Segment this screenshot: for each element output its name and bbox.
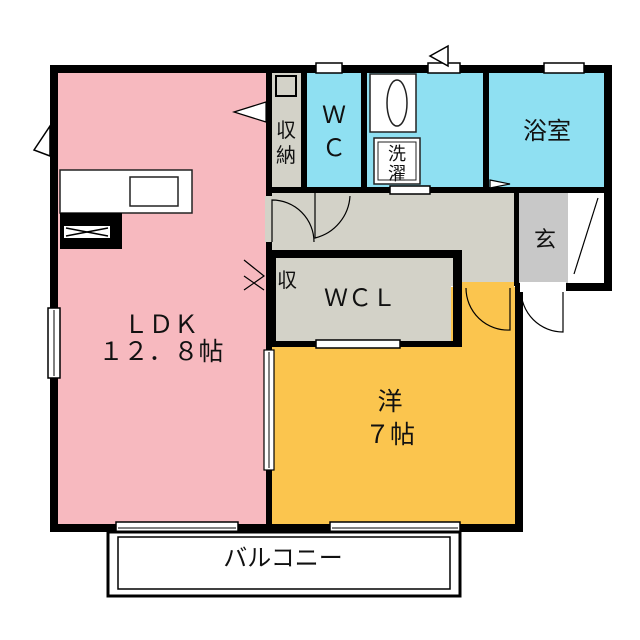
door-gap-hall-ldk — [265, 196, 273, 242]
door-gap-western — [462, 282, 514, 290]
wall-western-right — [515, 283, 523, 532]
washer-inner — [377, 141, 417, 181]
ldk-size-label: １２．８帖 — [98, 337, 223, 366]
storage-top-label-2: 納 — [276, 143, 296, 167]
bath-floor — [488, 72, 605, 190]
storage-top-label-1: 収 — [276, 118, 296, 142]
door-swing-hall — [271, 199, 315, 243]
storage-mid-label: 収 — [277, 268, 297, 292]
washroom-label-2: 濯 — [388, 164, 406, 185]
kitchen-sink — [129, 176, 179, 207]
window-wcl-bottom — [315, 339, 401, 349]
balcony-inner — [117, 536, 451, 590]
door-entrance-diag — [573, 197, 599, 275]
wcl-floor — [276, 258, 451, 341]
bath-door-arrow-icon — [489, 179, 511, 189]
entrance-step — [568, 193, 604, 283]
ldk-vent-arrow-icon — [231, 101, 267, 123]
wc-label-1: Ｗ — [322, 101, 346, 129]
wall-wcl-left — [266, 250, 276, 347]
western-label: 洋 — [377, 387, 402, 416]
door-gap-entrance — [520, 282, 566, 292]
wall-wcl-right — [453, 250, 462, 345]
wall-wash-bath — [483, 65, 489, 193]
entrance-label: 玄 — [534, 228, 556, 253]
entrance-floor — [518, 193, 568, 283]
wc-floor — [306, 72, 362, 190]
wall-hall-entrance — [514, 190, 519, 286]
ldk-label: ＬＤＫ — [123, 310, 198, 339]
western-size-label: ７帖 — [365, 420, 415, 449]
wall-outer-right-top — [604, 65, 612, 291]
wall-storage-wc — [301, 65, 307, 193]
wc-label-2: Ｃ — [322, 134, 346, 162]
entry-arrow-icon — [428, 44, 449, 68]
wall-outer-bottom — [50, 524, 523, 532]
door-swing-entrance — [520, 289, 564, 333]
door-swing-wash — [314, 192, 351, 239]
balcony-label: バルコニー — [223, 544, 343, 572]
door-swing-storage-mid — [243, 259, 266, 291]
window-bath-top — [543, 62, 585, 74]
ldk-door-arrow-icon — [32, 123, 51, 158]
wcl-label: ＷＣＬ — [324, 284, 396, 312]
washroom-label-1: 洗 — [388, 144, 406, 165]
wall-outer-left — [50, 65, 58, 532]
wall-wcl-top — [266, 250, 462, 258]
bath-label: 浴室 — [523, 117, 571, 145]
ldk-floor — [57, 72, 269, 524]
window-wc-top — [315, 62, 343, 74]
window-hall-top — [389, 185, 431, 195]
wall-wc-wash — [361, 65, 367, 193]
door-swing-western — [465, 287, 511, 331]
stove-x2 — [65, 227, 109, 237]
basin-bowl — [386, 79, 408, 127]
storage-top-shelf — [275, 75, 297, 97]
wall-wet-bottom — [266, 187, 612, 193]
